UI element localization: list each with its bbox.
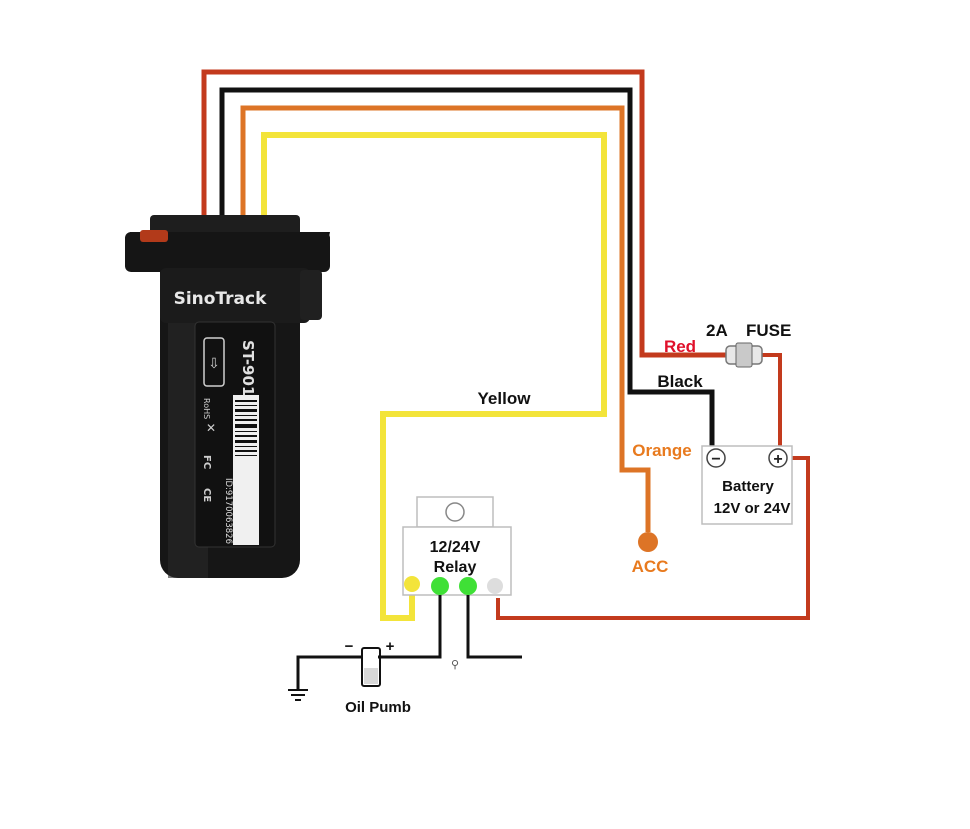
relay-box [402, 496, 512, 596]
pump-minus: − [345, 638, 354, 655]
acc-terminal [638, 532, 658, 552]
red-wire [201, 69, 730, 358]
yellow-wire [261, 132, 607, 621]
battery-voltage: 12V or 24V [714, 500, 791, 517]
oil-pump-icon [361, 647, 381, 687]
relay-pin-green-1 [431, 577, 449, 595]
relay-pin-yellow [404, 576, 420, 592]
battery-name: Battery [722, 478, 774, 495]
fuse-icon [725, 342, 763, 368]
weee-bin-icon: ✕ [206, 421, 216, 435]
cert-rohs: RoHS [202, 398, 211, 419]
relay-voltage: 12/24V [430, 539, 481, 556]
gps-tracker-device: ⇩ [125, 215, 330, 578]
red-wire-battery-to-relay [496, 456, 810, 620]
fuse-rating: 2A [706, 321, 728, 340]
pump-ground-wire [296, 655, 362, 690]
red-wire-fuse-to-battery [760, 353, 782, 458]
pump-wire [378, 595, 442, 659]
device-id: ID:9170063826 [223, 478, 233, 544]
switch-wire [466, 595, 522, 659]
pump-plus: + [386, 638, 395, 655]
relay-pin-grey [487, 578, 503, 594]
acc-label: ACC [632, 557, 669, 576]
orange-wire-label: Orange [632, 441, 692, 460]
device-brand: SinoTrack [174, 289, 268, 309]
switch-symbol-icon: ⚲ [451, 659, 459, 671]
red-wire-label: Red [664, 337, 696, 356]
relay-name: Relay [434, 559, 477, 576]
cert-fc: FC [201, 455, 212, 469]
fuse-label: FUSE [746, 321, 791, 340]
black-wire-label: Black [657, 372, 703, 391]
device-model: ST-901 [239, 340, 257, 396]
pump-name: Oil Pumb [345, 699, 411, 716]
yellow-wire-label: Yellow [478, 389, 532, 408]
ground-icon [288, 689, 308, 701]
battery-box [701, 445, 793, 525]
relay-pin-green-2 [459, 577, 477, 595]
cert-ce: CE [201, 488, 212, 502]
battery-minus-terminal: − [711, 451, 720, 468]
orange-wire [240, 105, 651, 532]
black-wire [219, 87, 715, 458]
svg-text:⇩: ⇩ [208, 356, 220, 372]
battery-plus-terminal: + [773, 451, 782, 468]
